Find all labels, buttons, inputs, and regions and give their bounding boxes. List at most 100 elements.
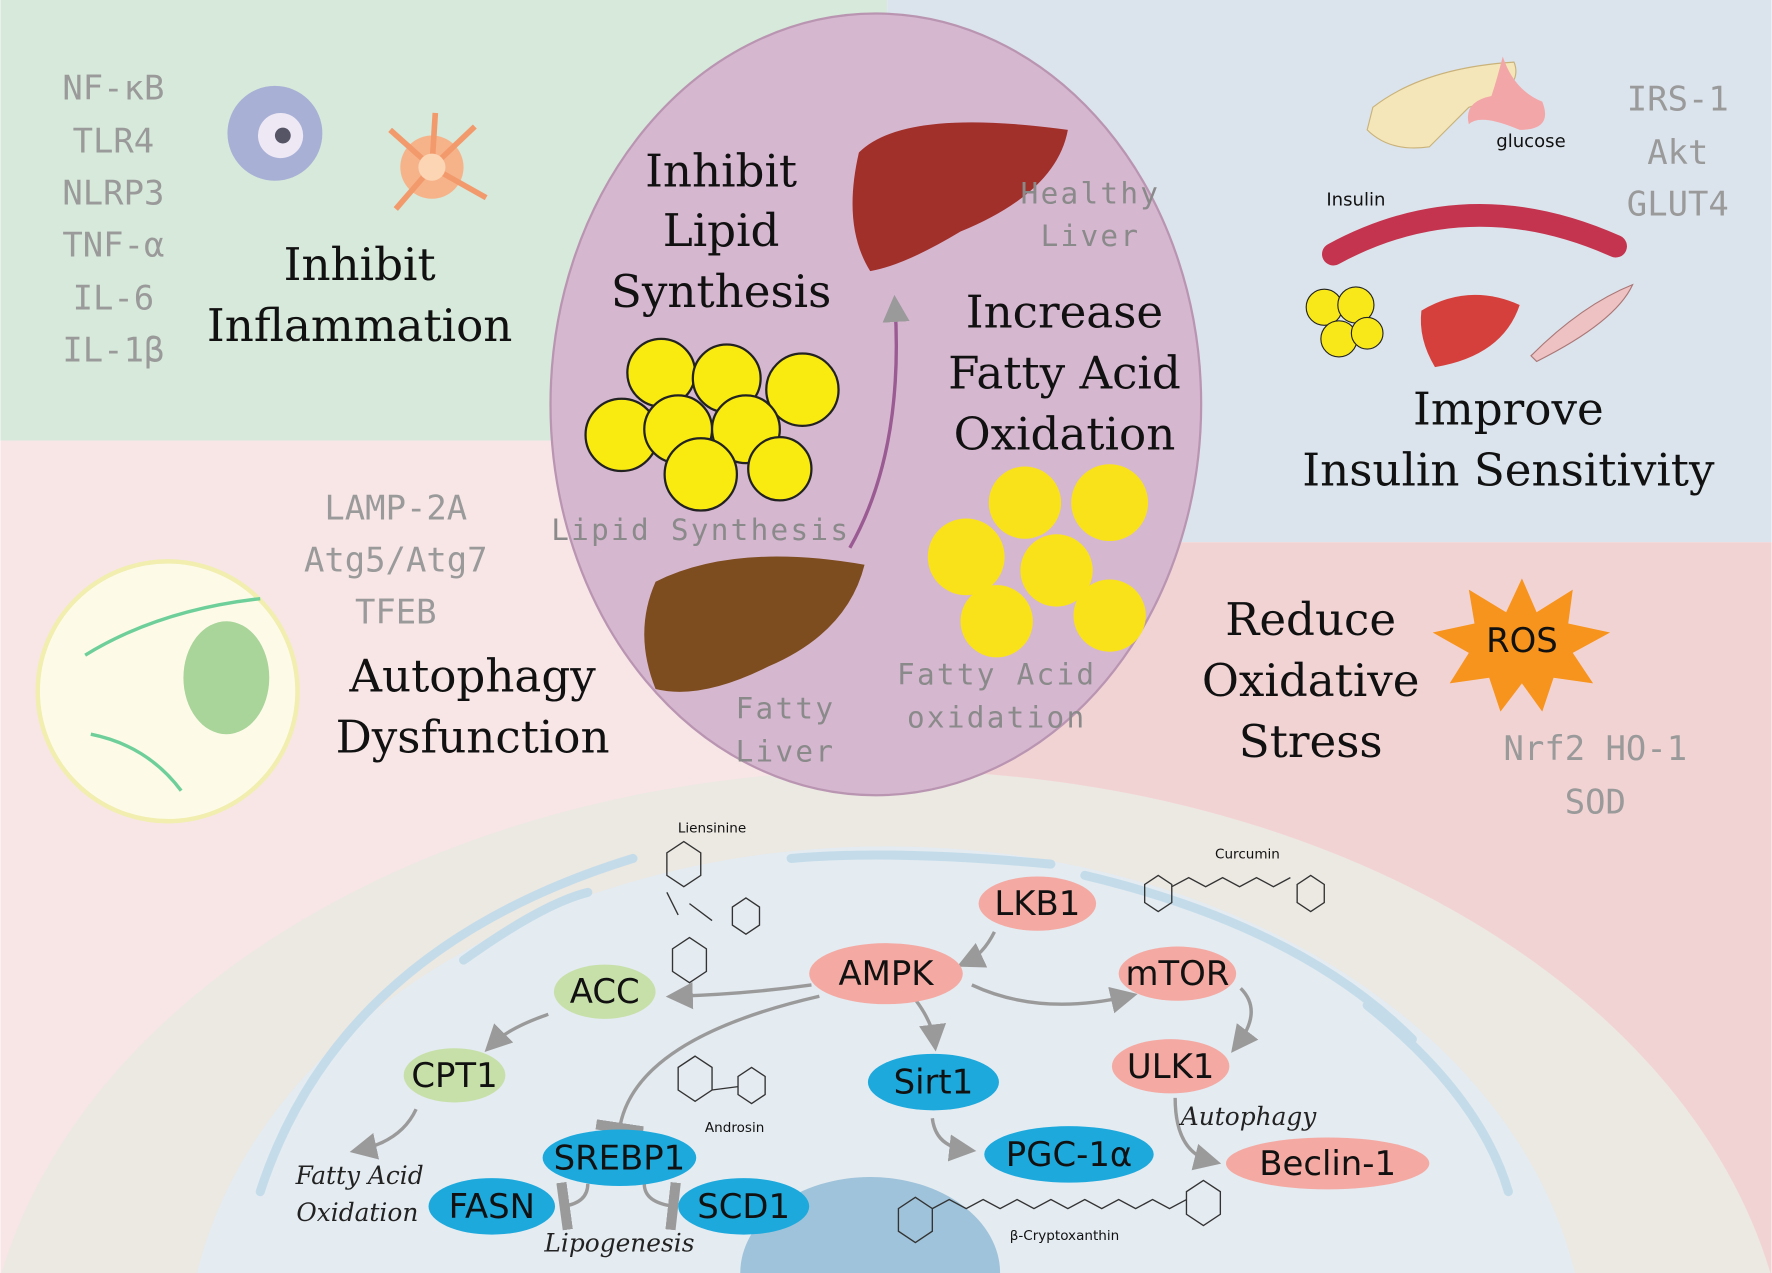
- fao-title: Fatty Acid: [948, 347, 1181, 400]
- node-beclin1: Beclin-1: [1225, 1137, 1430, 1190]
- node-label: AMPK: [838, 954, 934, 993]
- node-acc: ACC: [553, 964, 656, 1019]
- marker: IL-1β: [62, 330, 164, 369]
- compound-liensinine-label: Liensinine: [678, 820, 746, 836]
- node-ellipse: [867, 1053, 999, 1111]
- insulin-title: Improve: [1413, 383, 1604, 436]
- node-scd1: SCD1: [678, 1178, 810, 1235]
- insulin-title: Insulin Sensitivity: [1302, 444, 1715, 497]
- node-ellipse: [1225, 1137, 1430, 1190]
- node-label: Sirt1: [894, 1063, 974, 1102]
- compound-androsin-label: Androsin: [705, 1120, 764, 1136]
- cryptoxanthin-structure: [897, 1179, 1222, 1244]
- marker: NF-κB: [62, 68, 164, 107]
- oxidative-title: Stress: [1239, 715, 1383, 768]
- compound-cryptoxanthin-label: β-Cryptoxanthin: [1010, 1228, 1120, 1244]
- adipocyte-icon: [1305, 286, 1384, 358]
- node-label: SREBP1: [554, 1138, 686, 1177]
- node-srebp1: SREBP1: [542, 1129, 697, 1187]
- node-sirt1: Sirt1: [867, 1053, 999, 1111]
- node-ulk1: ULK1: [1111, 1039, 1230, 1094]
- lipid-droplets-icon: [584, 337, 840, 512]
- fatty-acid-droplets-icon: [927, 464, 1149, 658]
- node-label: ULK1: [1127, 1047, 1214, 1086]
- node-fasn: FASN: [428, 1178, 556, 1235]
- node-ellipse: [978, 876, 1097, 931]
- node-label: FASN: [449, 1187, 535, 1226]
- node-ellipse: [403, 1048, 506, 1103]
- node-ellipse: [542, 1129, 697, 1187]
- node-ellipse: [428, 1178, 556, 1235]
- healthy-liver-label: Liver: [1041, 219, 1141, 253]
- marker: Akt: [1647, 133, 1708, 172]
- marker: IRS-1: [1627, 80, 1729, 119]
- node-mtor: mTOR: [1118, 946, 1237, 1001]
- fao-annotation: Oxidation: [296, 1198, 418, 1227]
- healthy-liver-label: Healthy: [1021, 176, 1161, 210]
- liensinine-structure: [666, 840, 761, 984]
- liver-icon: [1420, 294, 1520, 368]
- marker: GLUT4: [1627, 185, 1729, 224]
- inflammation-markers: NF-κB TLR4 NLRP3 TNF-α IL-6 IL-1β: [62, 68, 164, 369]
- marker: LAMP-2A: [324, 489, 467, 528]
- node-lkb1: LKB1: [978, 876, 1097, 931]
- marker: NLRP3: [62, 173, 164, 212]
- ros-burst-icon: [1432, 578, 1611, 712]
- node-label: ACC: [570, 972, 640, 1011]
- oxidative-title: Oxidative: [1202, 654, 1420, 707]
- node-label: CPT1: [411, 1056, 497, 1095]
- node-pgc1a: PGC-1α: [984, 1126, 1154, 1183]
- fao-annotation: Fatty Acid: [295, 1161, 424, 1190]
- marker: Nrf2 HO-1: [1504, 729, 1688, 768]
- dendritic-cell-icon: [388, 112, 488, 211]
- inflammation-title: Inhibit: [284, 238, 436, 291]
- ros-label: ROS: [1486, 621, 1558, 660]
- node-ellipse: [553, 964, 656, 1019]
- node-cpt1: CPT1: [403, 1048, 506, 1103]
- compound-curcumin-label: Curcumin: [1215, 846, 1280, 862]
- insulin-label: Insulin: [1326, 190, 1385, 211]
- node-ellipse: [678, 1178, 810, 1235]
- marker: IL-6: [73, 278, 155, 317]
- muscle-icon: [1530, 283, 1634, 363]
- node-ellipse: [1111, 1039, 1230, 1094]
- node-ampk: AMPK: [809, 943, 963, 1005]
- inflammation-title: Inflammation: [207, 299, 512, 352]
- autophagy-annotation: Autophagy: [1179, 1102, 1318, 1131]
- macrophage-icon: [227, 85, 323, 181]
- node-label: PGC-1α: [1006, 1135, 1132, 1174]
- fao-label: oxidation: [907, 700, 1086, 734]
- progression-arrow: [848, 294, 910, 549]
- node-label: LKB1: [994, 884, 1080, 923]
- cell-membrane: [255, 850, 1513, 1197]
- pathway-arrows: [349, 931, 1259, 1231]
- autophagy-title: Autophagy: [348, 649, 596, 702]
- androsin-structure: [677, 1055, 766, 1105]
- lipid-synthesis-label: Lipid Synthesis: [551, 513, 850, 547]
- fao-title: Oxidation: [954, 408, 1176, 461]
- node-ellipse: [1118, 946, 1237, 1001]
- fao-title: Increase: [966, 286, 1163, 339]
- marker: TLR4: [73, 121, 155, 160]
- lipid-title: Lipid: [663, 204, 780, 257]
- healthy-liver-icon: [852, 122, 1068, 272]
- marker: TFEB: [355, 593, 437, 632]
- marker: TNF-α: [62, 225, 164, 264]
- fao-label: Fatty Acid: [897, 658, 1096, 692]
- oxidative-title: Reduce: [1225, 593, 1396, 646]
- blood-vessel-icon: [1322, 204, 1627, 266]
- node-label: SCD1: [697, 1187, 790, 1226]
- fatty-liver-label: Liver: [736, 734, 836, 768]
- fatty-liver-label: Fatty: [736, 691, 836, 725]
- curcumin-structure: [1143, 874, 1325, 913]
- lipogenesis-annotation: Lipogenesis: [543, 1229, 694, 1258]
- lipid-title: Synthesis: [611, 265, 831, 318]
- fatty-liver-icon: [644, 556, 865, 692]
- autophagosome-icon: [35, 559, 300, 824]
- marker: Atg5/Atg7: [304, 541, 488, 580]
- autophagy-title: Dysfunction: [336, 710, 610, 763]
- lipid-title: Inhibit: [645, 144, 797, 197]
- marker: SOD: [1565, 782, 1626, 821]
